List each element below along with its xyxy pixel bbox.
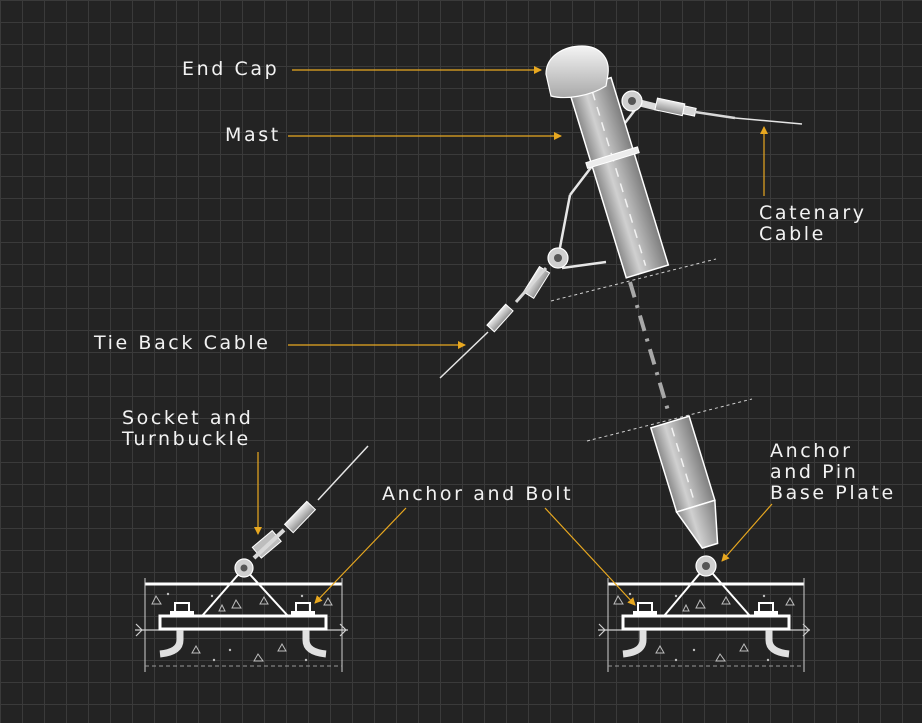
label-tie-back-cable: Tie Back Cable <box>94 332 271 354</box>
bolt-nut <box>291 611 315 616</box>
lower-mast <box>649 415 719 549</box>
mast-collar <box>585 146 640 170</box>
label-anchor-bolt: Anchor and Bolt <box>382 483 574 505</box>
mast-taper <box>675 499 719 549</box>
left-foundation <box>135 445 369 672</box>
mast-stay-line <box>556 194 572 259</box>
right-foundation <box>598 555 810 672</box>
end-cap <box>545 45 609 99</box>
break-line <box>550 258 717 302</box>
tie-back-socket <box>439 247 569 379</box>
continuation-line <box>628 281 671 415</box>
label-mast: Mast <box>225 124 281 146</box>
label-end-cap: End Cap <box>182 58 280 80</box>
anchor-pin-leader <box>721 503 773 562</box>
base-plate <box>158 614 328 631</box>
tie-back-cable-line <box>317 445 369 501</box>
anchor-bolt-leader-left <box>314 507 407 604</box>
label-anchor-pin-base-plate: Anchor and Pin Base Plate <box>770 440 896 504</box>
bolt-nut <box>170 611 194 616</box>
catenary-cable-line <box>734 117 803 125</box>
label-catenary-cable: Catenary Cable <box>759 202 867 245</box>
anchor-bolt-leader-right <box>544 507 636 606</box>
break-line <box>586 398 753 442</box>
bolt-nut <box>633 611 657 616</box>
bolt-nut <box>754 611 778 616</box>
leader-lines <box>254 66 773 606</box>
base-plate <box>621 614 791 631</box>
mast-centerline <box>591 91 647 266</box>
catenary-socket <box>621 90 803 125</box>
tie-back-cable-line <box>439 331 489 379</box>
mast-centerline <box>671 427 696 503</box>
mast-stay-line <box>561 260 607 270</box>
label-socket-turnbuckle: Socket and Turnbuckle <box>122 407 254 450</box>
upper-mast <box>439 45 803 442</box>
